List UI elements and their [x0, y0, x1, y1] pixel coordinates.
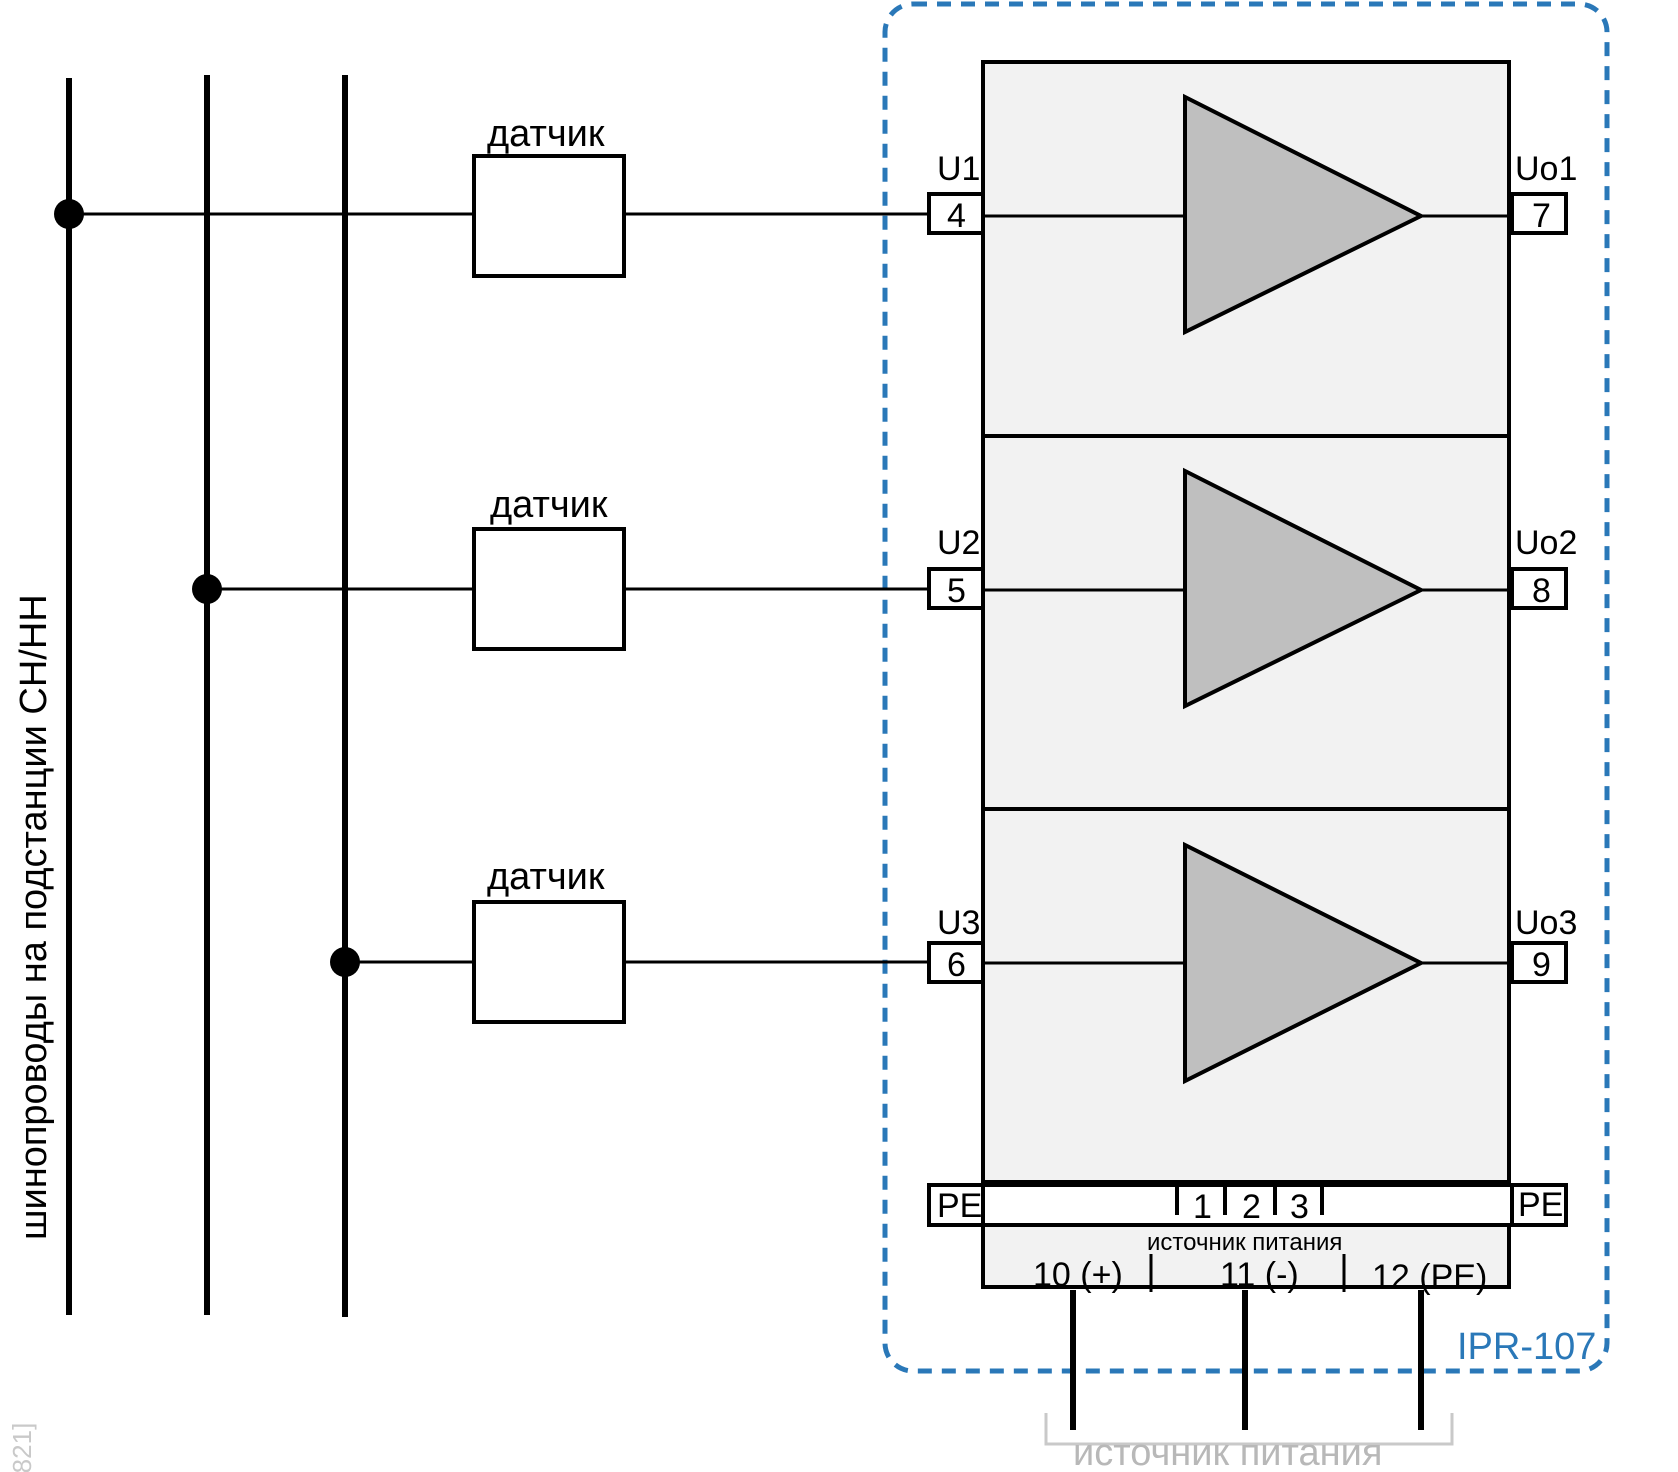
sensor-label: датчик — [490, 484, 608, 526]
sensor-box — [472, 900, 626, 1024]
input-terminal-box — [927, 567, 985, 610]
channel-1: датчик U1 4 Uo1 7 — [54, 93, 1577, 336]
input-name: U3 — [937, 904, 980, 942]
terminal-strip-bar — [927, 1183, 1568, 1227]
busbars-label: шинопроводы на подстанции СН/НН — [13, 594, 55, 1240]
output-terminal: 9 — [1532, 946, 1551, 984]
pe-terminal-right: PE — [1518, 1186, 1563, 1224]
input-terminal-box — [927, 941, 985, 984]
output-terminal-box — [1510, 941, 1568, 984]
output-name: Uo2 — [1515, 524, 1577, 562]
external-power-label: источник питания — [1073, 1432, 1382, 1472]
input-terminal-box — [927, 192, 985, 235]
output-terminal-box — [1510, 567, 1568, 610]
output-terminal: 8 — [1532, 572, 1551, 610]
strip-terminal-1: 1 — [1193, 1188, 1212, 1226]
sensor-box — [472, 527, 626, 651]
figure-id: [2821] — [7, 1423, 37, 1472]
sensor-label: датчик — [487, 113, 605, 155]
power-terminal-minus: 11 (-) — [1220, 1256, 1299, 1294]
input-terminal: 4 — [947, 197, 966, 235]
input-name: U1 — [937, 150, 980, 188]
channel-2: датчик U2 5 Uo2 8 — [192, 467, 1577, 710]
terminal-strip: PE PE 1 2 3 — [927, 1183, 1568, 1227]
sensor-box — [472, 154, 626, 278]
channel-3: датчик U3 6 Uo3 9 — [330, 841, 1577, 1085]
amplifier-triangle — [1183, 467, 1426, 710]
pe-terminal-left: PE — [937, 1187, 982, 1225]
input-terminal: 5 — [947, 572, 966, 610]
power-block: источник питания 10 (+) 11 (-) 12 (PE) — [1033, 1229, 1487, 1430]
output-name: Uo1 — [1515, 150, 1577, 188]
external-power-bracket — [1044, 1413, 1454, 1446]
output-name: Uo3 — [1515, 904, 1577, 942]
amplifier-triangle — [1183, 841, 1426, 1085]
output-terminal-box — [1510, 192, 1568, 235]
strip-terminal-2: 2 — [1242, 1188, 1261, 1226]
input-terminal: 6 — [947, 946, 966, 984]
power-block-caption: источник питания — [1147, 1229, 1342, 1256]
output-terminal: 7 — [1532, 197, 1551, 235]
power-terminal-pe: 12 (PE) — [1372, 1258, 1487, 1296]
device-name: IPR-107 — [1457, 1326, 1596, 1368]
power-terminal-plus: 10 (+) — [1033, 1256, 1123, 1294]
strip-terminal-3: 3 — [1290, 1188, 1309, 1226]
input-name: U2 — [937, 524, 980, 562]
amplifier-triangle — [1183, 93, 1426, 336]
sensor-label: датчик — [487, 856, 605, 898]
